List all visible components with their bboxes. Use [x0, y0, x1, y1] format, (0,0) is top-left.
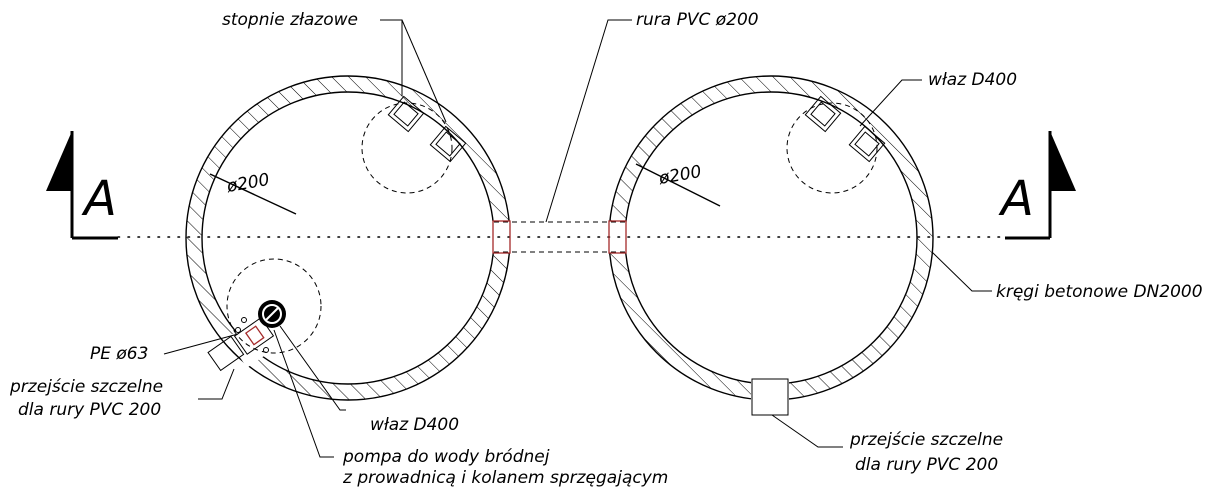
- diameter-left-label: ø200: [224, 170, 271, 197]
- diameter-right-label: ø200: [656, 162, 703, 189]
- left-diameter-leader: [209, 173, 297, 215]
- steps-label: stopnie złazowe: [222, 10, 358, 30]
- section-marker-left-label: A: [81, 171, 117, 227]
- pump-line1: pompa do wody bródnej: [342, 447, 550, 467]
- section-marker-left: A: [46, 131, 118, 240]
- rings-label: kręgi betonowe DN2000: [996, 282, 1203, 302]
- pe-label: PE ø63: [90, 344, 148, 364]
- right-ladder-steps: [804, 95, 886, 163]
- right-hatch-dashed: [786, 102, 878, 194]
- hatch-right-label: właz D400: [928, 70, 1017, 90]
- pump-line2: z prowadnicą i kolanem sprzęgającym: [342, 468, 668, 488]
- right-wall-seal: [751, 378, 789, 416]
- right-well-ring: [608, 75, 934, 401]
- seal-left-line1: przejście szczelne: [9, 377, 163, 397]
- hatch-left-label: właz D400: [370, 415, 459, 435]
- left-hatch-dashed-lower: [226, 258, 322, 354]
- left-ladder-steps: [387, 95, 467, 163]
- leader-lines: [163, 19, 992, 458]
- pvc-connecting-pipe: [492, 220, 627, 254]
- seal-right-line2: dla rury PVC 200: [855, 455, 998, 475]
- pvc-pipe-label: rura PVC ø200: [636, 10, 759, 30]
- pe-fitting: [233, 317, 275, 355]
- left-hatch-dashed-upper: [361, 102, 453, 194]
- right-diameter-leader: [635, 163, 721, 207]
- seal-left-line2: dla rury PVC 200: [18, 400, 161, 420]
- seal-right-line1: przejście szczelne: [849, 430, 1003, 450]
- left-wall-seal: [207, 335, 245, 372]
- section-marker-right-label: A: [998, 171, 1034, 227]
- left-well-ring: [185, 75, 511, 401]
- section-marker-right: A: [998, 131, 1076, 240]
- pump: [258, 300, 286, 328]
